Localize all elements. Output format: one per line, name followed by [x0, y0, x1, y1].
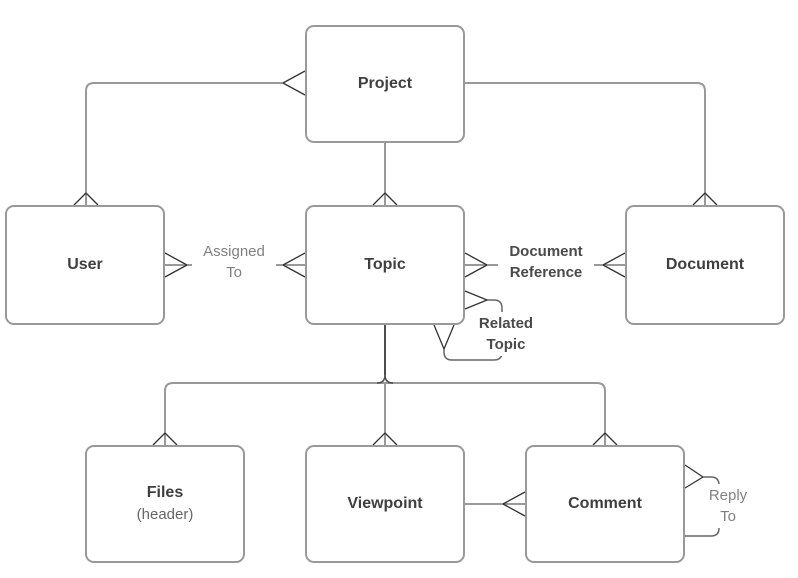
- relationship-label-related-topic[interactable]: Related Topic: [468, 312, 544, 356]
- crowfoot-topic-top: [372, 192, 398, 206]
- relationship-label-reply-to[interactable]: Reply To: [702, 484, 754, 528]
- crowfoot-assigned-user-side: [164, 252, 188, 278]
- relationship-label-line: Topic: [486, 336, 526, 353]
- relationship-label-document-reference[interactable]: Document Reference: [498, 240, 594, 284]
- entity-label: Project: [357, 75, 413, 92]
- entity-label: Viewpoint: [347, 495, 423, 512]
- crowfoot-user-top: [73, 192, 99, 206]
- crowfoot-docref-document-side: [602, 252, 626, 278]
- entity-user[interactable]: User: [5, 205, 165, 325]
- entity-sublabel: (header): [136, 506, 194, 523]
- relationship-label-assigned-to[interactable]: Assigned To: [192, 240, 276, 284]
- connector-related-topic-loop: [443, 299, 503, 361]
- crowfoot-comment-left: [502, 491, 526, 517]
- relationship-label-line: Related: [478, 315, 534, 332]
- entity-label: Topic: [364, 256, 406, 273]
- crowfoot-docref-topic-side: [464, 252, 488, 278]
- entity-topic[interactable]: Topic: [305, 205, 465, 325]
- entity-viewpoint[interactable]: Viewpoint: [305, 445, 465, 563]
- crowfoot-assigned-topic-side: [282, 252, 306, 278]
- crowfoot-files-top: [152, 432, 178, 446]
- crowfoot-related-right: [464, 290, 488, 310]
- relationship-label-line: Document: [509, 243, 583, 260]
- entity-label: User: [67, 256, 103, 273]
- junction-fillet-right: [384, 374, 394, 384]
- crowfoot-reply-upper: [684, 464, 704, 489]
- entity-document[interactable]: Document: [625, 205, 785, 325]
- entity-label: Document: [665, 256, 745, 273]
- crowfoot-project-left: [282, 70, 306, 96]
- relationship-label-line: Reply: [708, 487, 748, 504]
- crowfoot-comment-top: [592, 432, 618, 446]
- crowfoot-related-bottom: [433, 324, 455, 350]
- entity-comment[interactable]: Comment: [525, 445, 685, 563]
- entity-label: Files: [146, 484, 184, 501]
- relationship-label-line: Assigned: [203, 243, 265, 260]
- entity-project[interactable]: Project: [305, 25, 465, 143]
- relationship-label-line: Reference: [509, 264, 583, 281]
- relationship-label-line: To: [226, 264, 242, 281]
- crowfoot-document-top: [692, 192, 718, 206]
- connector-project-user: [85, 82, 283, 205]
- junction-fillet-left: [376, 374, 386, 384]
- crowfoot-viewpoint-top: [372, 432, 398, 446]
- connector-project-document: [465, 82, 706, 205]
- relationship-label-line: To: [720, 508, 736, 525]
- entity-label: Comment: [568, 495, 642, 512]
- entity-files[interactable]: Files (header): [85, 445, 245, 563]
